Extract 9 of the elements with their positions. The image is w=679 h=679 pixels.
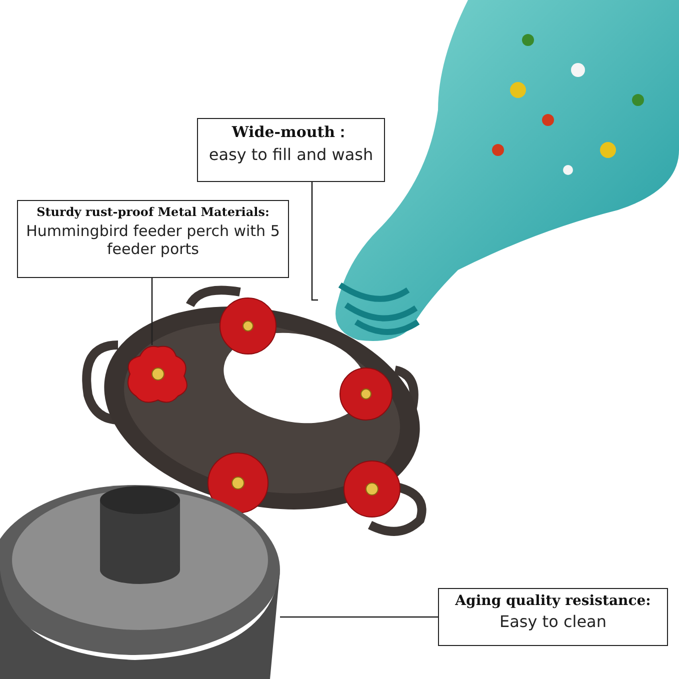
callout-heading: Wide-mouth：: [230, 123, 352, 142]
callout-text: easy to fill and wash: [208, 145, 374, 164]
leader-line: [280, 616, 438, 618]
callout-heading: Aging quality resistance:: [454, 593, 652, 609]
callout-text: Hummingbird feeder perch with 5 feeder ports: [25, 222, 281, 258]
callout-heading: Sturdy rust-proof Metal Materials:: [36, 205, 270, 219]
leader-line: [311, 182, 318, 301]
leader-line: [151, 278, 153, 345]
callout-text: Easy to clean: [498, 612, 608, 631]
